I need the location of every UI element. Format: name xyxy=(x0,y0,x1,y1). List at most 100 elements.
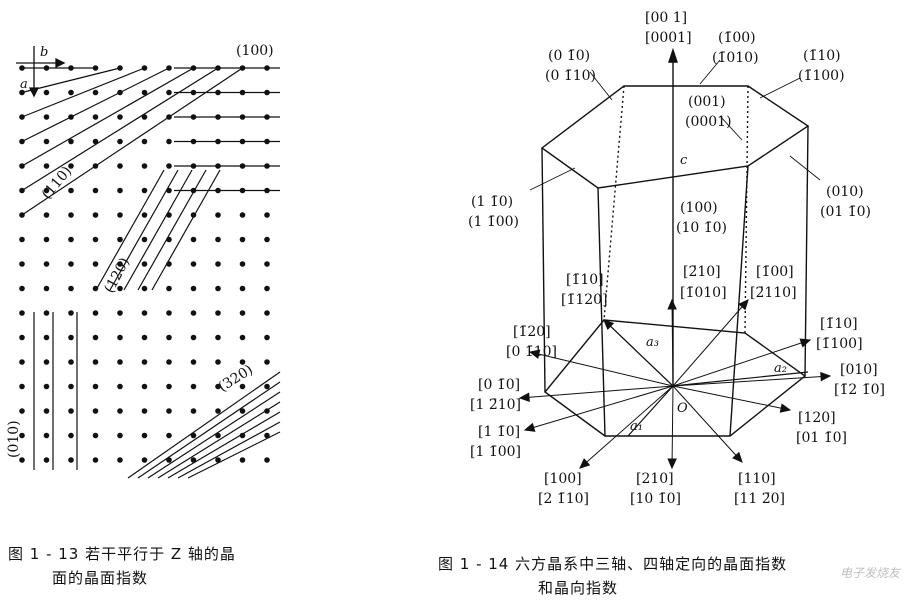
label-top-face-1: (001) xyxy=(688,94,726,110)
lattice-point xyxy=(43,408,50,414)
trace-120 xyxy=(137,169,207,291)
direction-arrowhead xyxy=(667,298,677,310)
label-dir-210-1: [2̄10] xyxy=(683,264,721,280)
lattice-point xyxy=(141,432,148,439)
lattice-point xyxy=(68,310,74,316)
lattice-point xyxy=(215,261,221,267)
direction-ray xyxy=(529,351,674,387)
lattice-point xyxy=(43,334,50,341)
lattice-point xyxy=(141,114,148,120)
lattice-point xyxy=(117,138,123,145)
label-dir-110b-2: [1̄100] xyxy=(816,336,863,352)
lattice-point xyxy=(68,334,74,341)
lattice-point xyxy=(239,359,246,365)
lattice-point xyxy=(166,310,172,316)
lattice-point xyxy=(19,383,25,390)
lattice-point xyxy=(141,457,148,463)
direction-arrowhead xyxy=(799,338,812,348)
trace-110 xyxy=(21,67,170,143)
top-hexagon xyxy=(540,85,810,189)
label-dir-120f-2: [01 1̄0] xyxy=(796,430,847,446)
label-001-line2: [0001] xyxy=(645,30,692,46)
lattice-point xyxy=(264,334,270,341)
bottom-hexagon xyxy=(543,319,807,437)
direction-arrowhead xyxy=(528,349,541,359)
lattice-point xyxy=(92,285,99,292)
label-a2: a₂ xyxy=(774,361,787,376)
lattice-point xyxy=(264,285,270,292)
lattice-point xyxy=(92,187,99,194)
lattice-point xyxy=(215,432,221,439)
watermark: 电子发烧友 xyxy=(839,566,900,580)
lattice-point xyxy=(92,212,99,218)
lattice-point xyxy=(43,114,50,120)
label-dir-110f-2: [11 2̄0] xyxy=(734,491,785,507)
label-dir-100-1: [100] xyxy=(544,471,582,487)
trace-320 xyxy=(177,421,281,479)
caption-fig13: 图 1 - 13 若干平行于 Z 轴的晶 面的晶面指数 xyxy=(8,542,236,590)
lattice-point xyxy=(166,383,172,390)
lattice-point xyxy=(190,310,197,316)
trace-110 xyxy=(21,67,243,216)
caption-fig13-line1: 图 1 - 13 若干平行于 Z 轴的晶 xyxy=(8,545,236,563)
lattice-point xyxy=(141,285,148,292)
lattice-point xyxy=(19,310,25,316)
lattice-point xyxy=(239,432,246,439)
lattice-point xyxy=(239,457,246,463)
lattice-point xyxy=(239,285,246,292)
fig14-labels: [00 1] [0001] (1̄00) (1̄010) (0 1̄0) (0 … xyxy=(468,10,885,507)
label-dir-110b-1: [1̄10] xyxy=(820,316,858,332)
label-dir-120-2: [0 1̄10] xyxy=(506,344,557,360)
trace-120 xyxy=(95,169,165,291)
caption-fig14: 图 1 - 14 六方晶系中三轴、四轴定向的晶面指数 和晶向指数 xyxy=(438,552,787,600)
lattice-point xyxy=(92,236,99,243)
caption-fig14-line1: 图 1 - 14 六方晶系中三轴、四轴定向的晶面指数 xyxy=(438,555,788,573)
trace-110 xyxy=(21,67,145,118)
direction-ray xyxy=(671,385,674,469)
lattice-point xyxy=(68,285,74,292)
lattice-point xyxy=(19,359,25,365)
lattice-point xyxy=(92,383,99,390)
lattice-point xyxy=(239,310,246,316)
label-dir-120-1: [1̄20] xyxy=(513,324,551,340)
label-top-pole-1: (1̄00) xyxy=(718,30,756,46)
lattice-point xyxy=(239,261,246,267)
lattice-point xyxy=(117,285,123,292)
direction-arrowhead xyxy=(738,299,749,311)
label-dir-100b-2: [2̄110] xyxy=(750,285,797,301)
direction-arrowhead xyxy=(579,458,591,469)
lattice-point xyxy=(190,334,197,341)
lattice-point xyxy=(19,408,25,414)
direction-arrowhead xyxy=(603,319,615,331)
lattice-point xyxy=(141,310,148,316)
direction-arrowhead xyxy=(518,392,530,403)
lattice-point xyxy=(264,359,270,365)
trace-120 xyxy=(151,169,221,291)
lattice-point xyxy=(19,236,25,243)
lattice-point xyxy=(141,383,148,390)
lattice-point xyxy=(215,334,221,341)
label-front-face-2: (10 1̄0) xyxy=(676,220,727,236)
lattice-points xyxy=(19,65,270,463)
lattice-point xyxy=(43,285,50,292)
lattice-point xyxy=(68,236,74,243)
lattice-point xyxy=(190,285,197,292)
lattice-point xyxy=(92,457,99,463)
lattice-point xyxy=(117,334,123,341)
label-dir-010-1: [010] xyxy=(840,362,878,378)
lattice-point xyxy=(215,310,221,316)
lattice-point xyxy=(190,457,197,463)
lattice-point xyxy=(68,163,74,169)
label-110-top-1: (1̄10) xyxy=(803,48,841,64)
lattice-point xyxy=(190,261,197,267)
direction-ray xyxy=(519,385,674,399)
label-010-mid-2: (01 1̄0) xyxy=(820,204,871,220)
direction-rays xyxy=(518,298,832,470)
plane-320-label: (320) xyxy=(216,362,256,396)
lattice-point xyxy=(215,457,221,463)
plane-traces xyxy=(21,67,281,479)
label-dir-010-2: [1̄2 1̄0] xyxy=(834,382,885,398)
label-1-10-1: (1 1̄0) xyxy=(471,194,513,210)
direction-arrowhead xyxy=(779,403,792,413)
lattice-point xyxy=(264,236,270,243)
